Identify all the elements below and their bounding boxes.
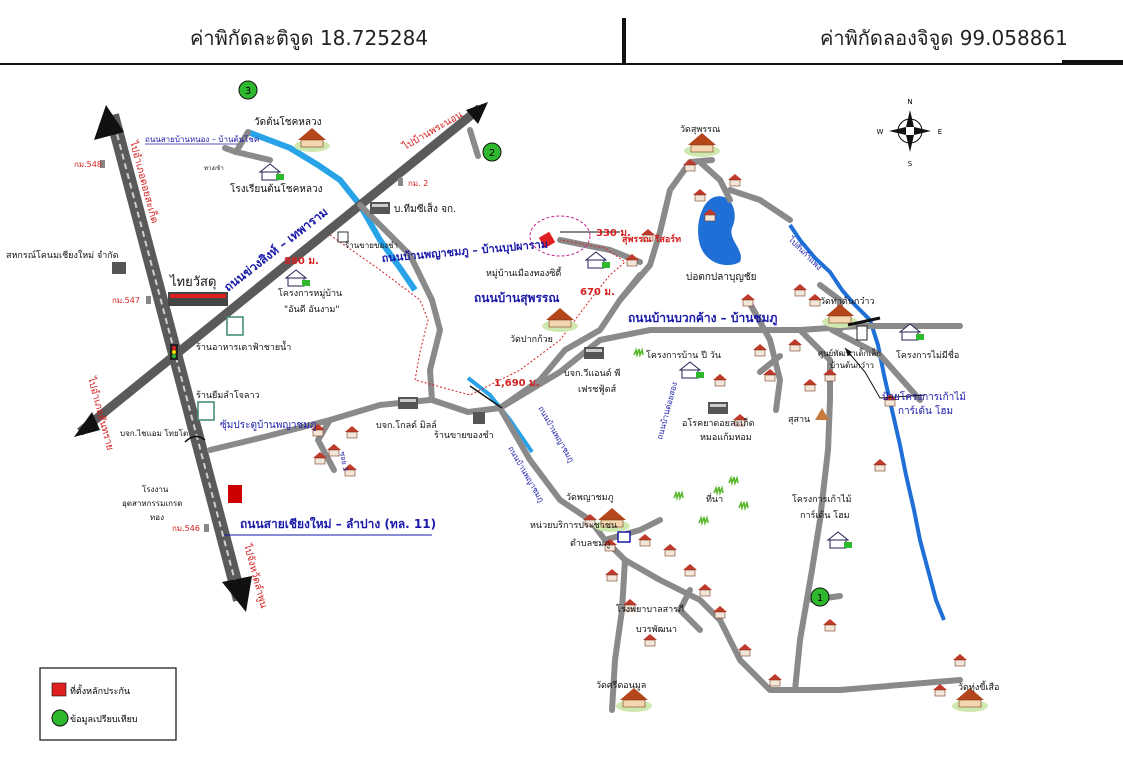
svg-text:2: 2 (489, 148, 495, 159)
place-andee-project: โครงการหมู่บ้าน (278, 288, 342, 299)
collateral-marker (538, 231, 556, 249)
distance-1690: 1,690 ม. (494, 378, 540, 389)
landmark-3: 3 (238, 80, 258, 100)
km-2: กม. 2 (408, 179, 428, 188)
landmark-1: 1 (810, 587, 830, 607)
km-548: กม.548 (74, 160, 102, 169)
place-wat-sri-don-moon: วัดศรีดอนมูล (596, 680, 646, 691)
place-rice-field: ที่นา (706, 492, 723, 505)
place-grocery-1: ร้านขายของชำ (345, 241, 398, 250)
distance-670: 670 ม. (580, 287, 615, 298)
place-grocery-2: ร้านขายของชำ (434, 430, 494, 441)
road-label-highway-11: ถนนสายเชียงใหม่ – ลำปาง (ทล. 11) (240, 516, 436, 531)
coordinates-header: ค่าพิกัดละติจูด 18.725284 ค่าพิกัดลองจิจ… (0, 0, 1123, 66)
place-factory-3: ทอง (150, 513, 164, 522)
place-entrance: ทางเข้า (204, 165, 224, 172)
place-arokaya-2: หมอแก้มหอม (700, 432, 752, 443)
place-wat-phaya-chomphu: วัดพญาชมภู (566, 493, 614, 503)
place-muang-thong-city: หมู่บ้านเมืองทองซิตี้ (486, 266, 562, 279)
place-saraphi-hospital: โรงพยาบาลสารภี (616, 604, 684, 615)
direction-san-kamphaeng: ไปสันกำแพง (786, 234, 824, 272)
legend-comparison: ข้อมูลเปรียบเทียบ (70, 714, 138, 725)
pond (698, 196, 741, 266)
place-restaurant: ร้านอาหารเตาฟ้าชายน้ำ (196, 340, 291, 353)
place-vp-fresh-2: เฟรชฟู้ดส์ (578, 383, 617, 395)
place-wat-pak-kuai: วัดปากก้วย (510, 334, 553, 345)
place-sign-kaomai: ป้ายโครงการเก้าไม้ (882, 390, 966, 403)
service-unit-icon (617, 531, 631, 543)
place-factory-1: โรงงาน (142, 484, 169, 494)
place-kaomai-project: โครงการเก้าไม้ (792, 494, 852, 505)
place-wat-suphan: วัดสุพรรณ (680, 125, 720, 135)
place-andee-name: "อันดี อันงาม" (284, 304, 339, 315)
direction-san-sai: ไปอำเภอสันทราย (85, 375, 116, 452)
place-lam-jo-lao: ร้านยืมลำโจลาว (196, 390, 260, 401)
place-vp-fresh-1: บจก.วีแอนด์ พี (564, 367, 620, 379)
place-service-unit: หน่วยบริการประชาชน (530, 520, 617, 531)
longitude-text: ค่าพิกัดลองจิจูด 99.058861 (820, 26, 1068, 50)
svg-text:3: 3 (245, 86, 251, 97)
compass: N S E W (877, 98, 943, 168)
place-wat-ta-ton-kwao: วัดท่าต้นกว๋าว (820, 296, 875, 307)
compass-e: E (938, 128, 942, 136)
road-label-soi-3: ซอย 3 (338, 451, 349, 472)
temple-sri-don-moon (615, 687, 653, 713)
place-cham-toyota: บจก.ไชแอม โทยโต (120, 428, 188, 438)
road-label-phaya-chomphu-bupharam: ถนนบ้านพญาชมภู – บ้านบุปผาราม (381, 237, 549, 265)
temple-pak-kuai (541, 307, 579, 333)
compass-n: N (907, 98, 912, 106)
temple-suphan (683, 132, 721, 158)
place-unnamed-project: โครงการไม่มีชื่อ (896, 348, 959, 361)
place-bowon-phatthana: บวรพัฒนา (636, 625, 677, 635)
place-fishing-pond: บ่อตกปลาบุญชัย (686, 272, 757, 283)
svg-text:1: 1 (817, 593, 823, 604)
place-gold-mill: บจก.โกลด์ มิลล์ (376, 419, 437, 431)
place-ban-ton-kwao: บ้านต้นกว๋าว (830, 361, 874, 370)
main-road (77, 104, 483, 436)
legend-collateral: ที่ตั้งหลักประกัน (70, 684, 130, 697)
place-tambon-chomphu: ตำบลชมภู (570, 538, 610, 549)
shop-icon (197, 401, 215, 421)
canal (246, 129, 418, 292)
road-label-toi-song: ถนนบ้านต่อยสอง (655, 381, 679, 441)
north-arrow-highway (94, 105, 124, 140)
collateral-highlight (529, 215, 591, 257)
place-project-p-one: โครงการบ้าน ปี วัน (646, 350, 721, 361)
distance-880: 880 ม. (284, 256, 319, 267)
km-547: กม.547 (112, 296, 140, 305)
place-arokaya-1: อโรคยาดอยสะเก็ด (682, 416, 755, 429)
distance-330: 330 ม. (596, 228, 631, 239)
restaurant-icon (226, 316, 244, 336)
landmark-2: 2 (482, 142, 502, 162)
place-factory-2: อุตสาหกรรมเกรด (122, 499, 182, 508)
road-label-phaya-chomphu-1: ถนนบ้านพญาชมภู (535, 405, 575, 465)
place-team-seng: บ.ทีมซีเส็ง จก. (394, 201, 456, 215)
place-wat-ton-chok-luang: วัดต้นโชคหลวง (254, 115, 322, 128)
road-label-khuang-sing: ถนนข่วงสิงห์ – เทพาราม (221, 205, 330, 295)
factory-logo-icon (228, 485, 242, 503)
compass-w: W (877, 128, 884, 136)
compass-s: S (908, 160, 913, 168)
place-garden-home: การ์เด้น โฮม (800, 509, 850, 521)
km-546: กม.546 (172, 524, 200, 533)
river (788, 223, 946, 621)
place-cemetery: สุสาน (788, 415, 810, 425)
road-label-buak-khang-chomphu: ถนนบ้านบวกค้าง – บ้านชมภู (628, 311, 777, 326)
place-ton-chok-school: โรงเรียนต้นโชคหลวง (230, 182, 323, 195)
km-marker-icons (100, 160, 403, 532)
place-wat-thung-khi-suea: วัดทุ่งขี้เสือ (958, 680, 999, 693)
road-label-ban-nong-ton-chok: ถนนสายบ้านหนอง – บ้านต้นโชค (145, 134, 259, 144)
place-suphan-resort: สุพรรณ รีสอร์ท (622, 233, 681, 245)
place-gate-phaya-chomphu: ซุ้มประตูบ้านพญาชมภู (220, 419, 316, 431)
legend: ที่ตั้งหลักประกัน ข้อมูลเปรียบเทียบ (39, 667, 177, 741)
place-thai-watsadu: ไทยวัสดุ (169, 274, 216, 290)
temple-ton-chok (293, 127, 331, 153)
latitude-text: ค่าพิกัดละติจูด 18.725284 (190, 26, 429, 50)
place-child-center: ศูนย์พัฒนาเด็กเล็ก (818, 348, 881, 359)
place-cm-dairy-coop: สหกรณ์โคนมเชียงใหม่ จำกัด (6, 249, 119, 261)
place-sign-garden-home: การ์เด้น โฮม (898, 404, 953, 417)
road-label-suphan: ถนนบ้านสุพรรณ (474, 291, 560, 306)
